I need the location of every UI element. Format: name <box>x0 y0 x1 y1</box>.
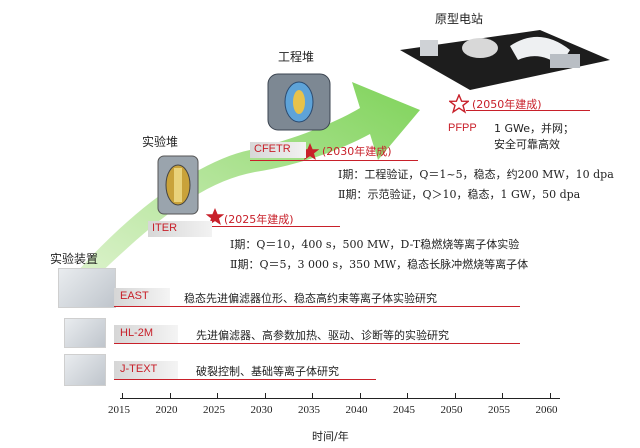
time-axis-tick-label: 2040 <box>345 404 368 416</box>
jtext-device-image <box>64 354 106 386</box>
stage-prototype-plant: 原型电站 <box>435 12 484 26</box>
cfetr-device-image <box>267 73 331 131</box>
time-axis-tick-mark <box>312 393 313 398</box>
time-axis-tick-label: 2050 <box>440 404 463 416</box>
time-axis-tick-label: 2015 <box>108 404 130 416</box>
time-axis-tick-mark <box>407 393 408 398</box>
cfetr-label-box <box>250 142 306 158</box>
time-axis-tick-mark <box>217 393 218 398</box>
iter-device-image <box>157 155 199 215</box>
iter-label-box <box>148 221 212 237</box>
time-axis-tick-mark <box>549 393 551 398</box>
stage-experimental: 实验装置 <box>50 252 99 266</box>
stage-engineering-reactor: 工程堆 <box>278 50 315 64</box>
time-axis-tick-label: 2020 <box>155 404 178 416</box>
time-axis-tick-mark <box>169 393 171 398</box>
iter-phase1: Ⅰ期：Q＝10，400 s，500 MW，D-T稳燃烧等离子体实验 <box>230 238 520 251</box>
time-axis-tick-mark <box>264 393 266 398</box>
time-axis-tick-mark <box>454 393 456 398</box>
hl2m-name: HL-2M <box>120 327 154 339</box>
hl2m-label-box <box>114 325 178 343</box>
iter-phase2: Ⅱ期：Q＝5，3 000 s，350 MW，稳态长脉冲燃烧等离子体 <box>230 258 529 271</box>
iter-underline <box>212 226 340 227</box>
time-axis-line <box>120 398 560 399</box>
jtext-underline <box>114 379 376 380</box>
hl2m-device-image <box>64 318 106 348</box>
time-axis-tick-label: 2025 <box>203 404 225 416</box>
pfpp-star-icon <box>449 94 469 114</box>
east-label-box <box>114 288 170 306</box>
iter-year: (2025年建成) <box>224 213 294 226</box>
east-underline <box>114 306 520 307</box>
time-axis-tick-label: 2045 <box>393 404 415 416</box>
pfpp-line1: 1 GWe，并网； <box>494 122 575 135</box>
jtext-name: J-TEXT <box>120 363 158 375</box>
pfpp-year: (2050年建成) <box>472 98 542 111</box>
time-axis-tick-label: 2035 <box>298 404 320 416</box>
pfpp-line2: 安全可靠高效 <box>494 138 560 151</box>
cfetr-phase1: Ⅰ期：工程验证，Q＝1~5，稳态，约200 MW，10 dpa <box>338 168 614 181</box>
cfetr-underline <box>250 160 418 161</box>
stage-experimental-reactor: 实验堆 <box>142 135 179 149</box>
east-name: EAST <box>120 290 149 302</box>
jtext-label-box <box>114 361 178 379</box>
time-axis-tick-label: 2060 <box>535 404 558 416</box>
time-axis-tick-mark <box>122 393 123 398</box>
hl2m-underline <box>114 343 520 344</box>
time-axis-tick-mark <box>502 393 503 398</box>
jtext-desc: 破裂控制、基础等离子体研究 <box>196 365 339 378</box>
cfetr-name: CFETR <box>254 143 291 155</box>
time-axis-tick-label: 2030 <box>250 404 273 416</box>
pfpp-name: PFPP <box>448 122 477 134</box>
pfpp-underline <box>466 110 590 111</box>
east-device-image <box>58 268 116 308</box>
time-axis-title: 时间/年 <box>312 430 349 443</box>
cfetr-phase2: Ⅱ期：示范验证，Q＞10，稳态，1 GW，50 dpa <box>338 188 581 201</box>
iter-name: ITER <box>152 222 178 234</box>
iter-star-icon <box>205 208 225 225</box>
time-axis-tick-label: 2055 <box>488 404 510 416</box>
cfetr-year: (2030年建成) <box>322 145 392 158</box>
pfpp-plant-image <box>400 30 610 90</box>
time-axis-tick-mark <box>359 393 361 398</box>
hl2m-desc: 先进偏滤器、高参数加热、驱动、诊断等的实验研究 <box>196 329 449 342</box>
east-desc: 稳态先进偏滤器位形、稳态高约束等离子体实验研究 <box>184 292 437 305</box>
